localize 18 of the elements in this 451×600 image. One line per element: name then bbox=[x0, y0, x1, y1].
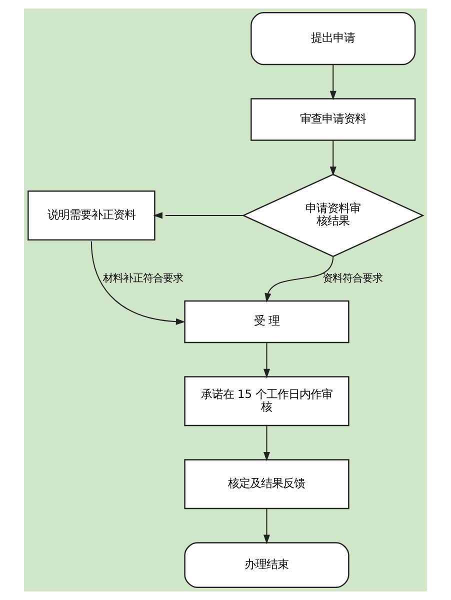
arrow bbox=[90, 241, 186, 325]
node-box: 办理结束 bbox=[184, 542, 350, 588]
node-box: 核定及结果反馈 bbox=[184, 459, 350, 510]
node-box: 承诺在 15 个工作日内作审核 bbox=[184, 376, 350, 426]
node-box: 受 理 bbox=[184, 300, 350, 344]
arrow bbox=[264, 256, 334, 303]
arrow bbox=[263, 508, 270, 544]
arrow bbox=[153, 212, 244, 219]
edge-label: 资料符合要求 bbox=[322, 272, 382, 284]
node-box: 审查申请资料 bbox=[250, 98, 416, 141]
edge-label: 材料补正符合要求 bbox=[102, 272, 183, 284]
arrow bbox=[330, 64, 336, 100]
arrow bbox=[263, 342, 270, 378]
node-diamond: 申请资料审核结果 bbox=[242, 174, 424, 258]
arrow bbox=[330, 140, 336, 176]
node-box: 说明需要补正资料 bbox=[28, 190, 156, 240]
arrow bbox=[263, 426, 270, 462]
node-box: 提出申请 bbox=[250, 12, 416, 66]
